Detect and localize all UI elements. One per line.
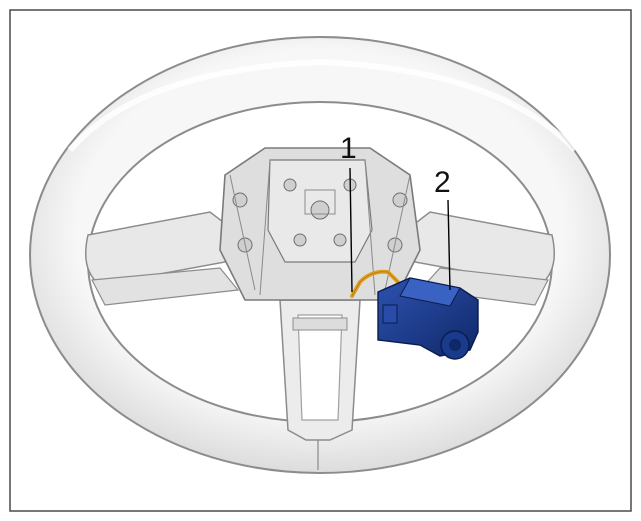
callout-1-leader	[349, 167, 353, 293]
connector-module-port-inner	[449, 339, 461, 351]
callout-2-label: 2	[434, 166, 451, 199]
connector-module-face	[399, 277, 461, 307]
left-spoke-lower	[91, 267, 240, 306]
bottom-spoke-slot	[297, 314, 343, 421]
callout-1-label: 1	[340, 132, 357, 165]
callout-2-leader	[447, 199, 451, 291]
wiring-harness-outline	[351, 271, 399, 315]
wheel-rim-highlight	[67, 58, 578, 153]
bottom-spoke-clip	[292, 317, 348, 331]
connector-module-tab	[382, 304, 398, 324]
